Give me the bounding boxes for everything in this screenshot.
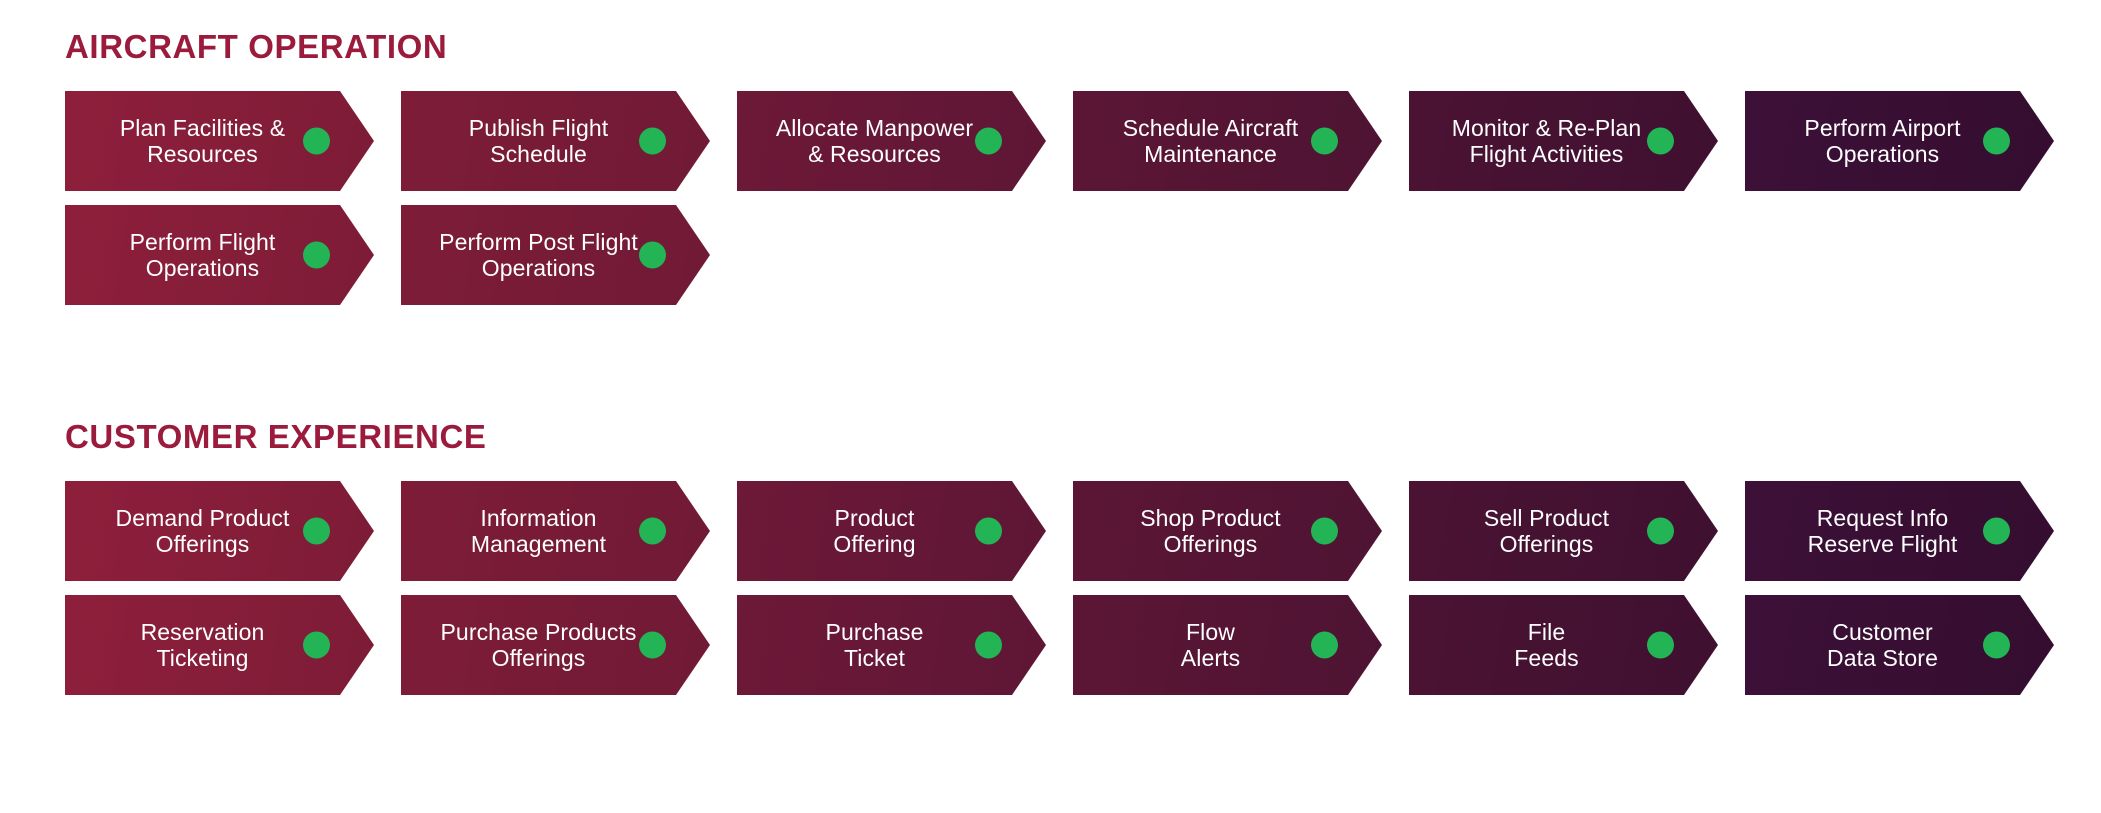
capability-label: Perform Flight Operations [129,228,276,281]
capability-label: Product Offering [833,504,916,557]
status-dot-green-icon [1311,518,1338,545]
capability-chevron-customer-data-store[interactable]: Customer Data Store [1745,595,2054,695]
capability-label: Perform Post Flight Operations [439,228,638,281]
capability-chevron-perform-post-flight-operations[interactable]: Perform Post Flight Operations [401,205,710,305]
capability-label: Shop Product Offerings [1140,504,1281,557]
capability-chevron-product-offering[interactable]: Product Offering [737,481,1046,581]
capability-label: Customer Data Store [1827,618,1938,671]
capability-label: Plan Facilities & Resources [119,114,286,167]
capability-chevron-monitor-and-re-plan-flight-activities[interactable]: Monitor & Re-Plan Flight Activities [1409,91,1718,191]
status-dot-green-icon [1311,632,1338,659]
capability-chevron-reservation-ticketing[interactable]: Reservation Ticketing [65,595,374,695]
status-dot-green-icon [1983,128,2010,155]
capability-chevron-schedule-aircraft-maintenance[interactable]: Schedule Aircraft Maintenance [1073,91,1382,191]
status-dot-green-icon [1647,518,1674,545]
chevron-row: Demand Product Offerings Information Mana… [0,481,2101,581]
status-dot-green-icon [639,518,666,545]
capability-label: Sell Product Offerings [1483,504,1610,557]
capability-label: Reservation Ticketing [140,618,265,671]
status-dot-green-icon [1647,632,1674,659]
capability-label: Information Management [470,504,607,557]
capability-label: File Feeds [1514,618,1579,671]
chevron-row: Perform Flight Operations Perform Post Fl… [0,205,2101,305]
capability-chevron-shop-product-offerings[interactable]: Shop Product Offerings [1073,481,1382,581]
capability-label: Allocate Manpower & Resources [775,114,974,167]
capability-chevron-plan-facilities-and-resources[interactable]: Plan Facilities & Resources [65,91,374,191]
capability-label: Publish Flight Schedule [468,114,609,167]
status-dot-green-icon [303,632,330,659]
capability-label: Request Info Reserve Flight [1807,504,1958,557]
status-dot-green-icon [303,518,330,545]
capability-chevron-flow-alerts[interactable]: Flow Alerts [1073,595,1382,695]
section-heading-aircraft-operation: AIRCRAFT OPERATION [65,28,448,65]
status-dot-green-icon [639,128,666,155]
status-dot-green-icon [975,632,1002,659]
status-dot-green-icon [975,518,1002,545]
capability-chevron-allocate-manpower-and-resources[interactable]: Allocate Manpower & Resources [737,91,1046,191]
capability-label: Perform Airport Operations [1804,114,1961,167]
capability-chevron-purchase-products-offerings[interactable]: Purchase Products Offerings [401,595,710,695]
status-dot-green-icon [1311,128,1338,155]
status-dot-green-icon [639,242,666,269]
capability-chevron-purchase-ticket[interactable]: Purchase Ticket [737,595,1046,695]
capability-label: Schedule Aircraft Maintenance [1122,114,1299,167]
capability-label: Monitor & Re-Plan Flight Activities [1451,114,1642,167]
chevron-row: Plan Facilities & Resources Publish Fligh… [0,91,2101,191]
capability-chevron-demand-product-offerings[interactable]: Demand Product Offerings [65,481,374,581]
chevron-empty-slot [737,205,1046,305]
capability-chevron-request-info-reserve-flight[interactable]: Request Info Reserve Flight [1745,481,2054,581]
status-dot-green-icon [975,128,1002,155]
capability-chevron-file-feeds[interactable]: File Feeds [1409,595,1718,695]
chevron-rows-customer-experience: Demand Product Offerings Information Mana… [0,481,2101,695]
chevron-empty-slot [1409,205,1718,305]
capability-label: Purchase Ticket [825,618,924,671]
capability-label: Flow Alerts [1180,618,1241,671]
status-dot-green-icon [303,242,330,269]
chevron-empty-slot [1745,205,2054,305]
chevron-empty-slot [1073,205,1382,305]
status-dot-green-icon [303,128,330,155]
status-dot-green-icon [1647,128,1674,155]
chevron-row: Reservation Ticketing Purchase Products O… [0,595,2101,695]
capability-chevron-perform-flight-operations[interactable]: Perform Flight Operations [65,205,374,305]
chevron-rows-aircraft-operation: Plan Facilities & Resources Publish Fligh… [0,91,2101,305]
status-dot-green-icon [639,632,666,659]
section-aircraft-operation: AIRCRAFT OPERATION Plan Facilities & Res… [0,30,2101,305]
capability-chevron-publish-flight-schedule[interactable]: Publish Flight Schedule [401,91,710,191]
section-customer-experience: CUSTOMER EXPERIENCE Demand Product Offer… [0,420,2101,695]
capability-chevron-sell-product-offerings[interactable]: Sell Product Offerings [1409,481,1718,581]
status-dot-green-icon [1983,518,2010,545]
capability-chevron-perform-airport-operations[interactable]: Perform Airport Operations [1745,91,2054,191]
capability-label: Purchase Products Offerings [440,618,637,671]
capability-chevron-information-management[interactable]: Information Management [401,481,710,581]
section-heading-customer-experience: CUSTOMER EXPERIENCE [65,418,487,455]
capability-label: Demand Product Offerings [115,504,290,557]
status-dot-green-icon [1983,632,2010,659]
